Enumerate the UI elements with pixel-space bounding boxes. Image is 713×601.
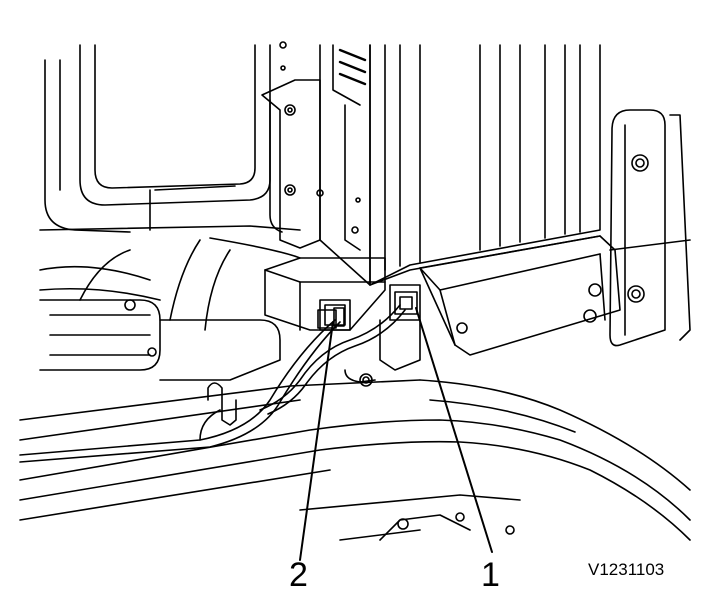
callout-label-1: 1 [481,556,500,594]
callout-leader-2 [300,322,333,560]
right-frame [610,110,690,346]
pipe-assembly [40,238,300,380]
chassis-rails [20,380,690,540]
callout-leader-1 [416,308,492,552]
radiator-housing [320,45,600,285]
figure-id: V1231103 [588,560,665,579]
left-cab-panel [40,45,300,232]
lower-bolts [380,513,514,540]
callout-label-2: 2 [289,556,308,594]
cable-harness [20,240,405,462]
base-plate [420,236,690,355]
electrical-box [265,258,420,386]
